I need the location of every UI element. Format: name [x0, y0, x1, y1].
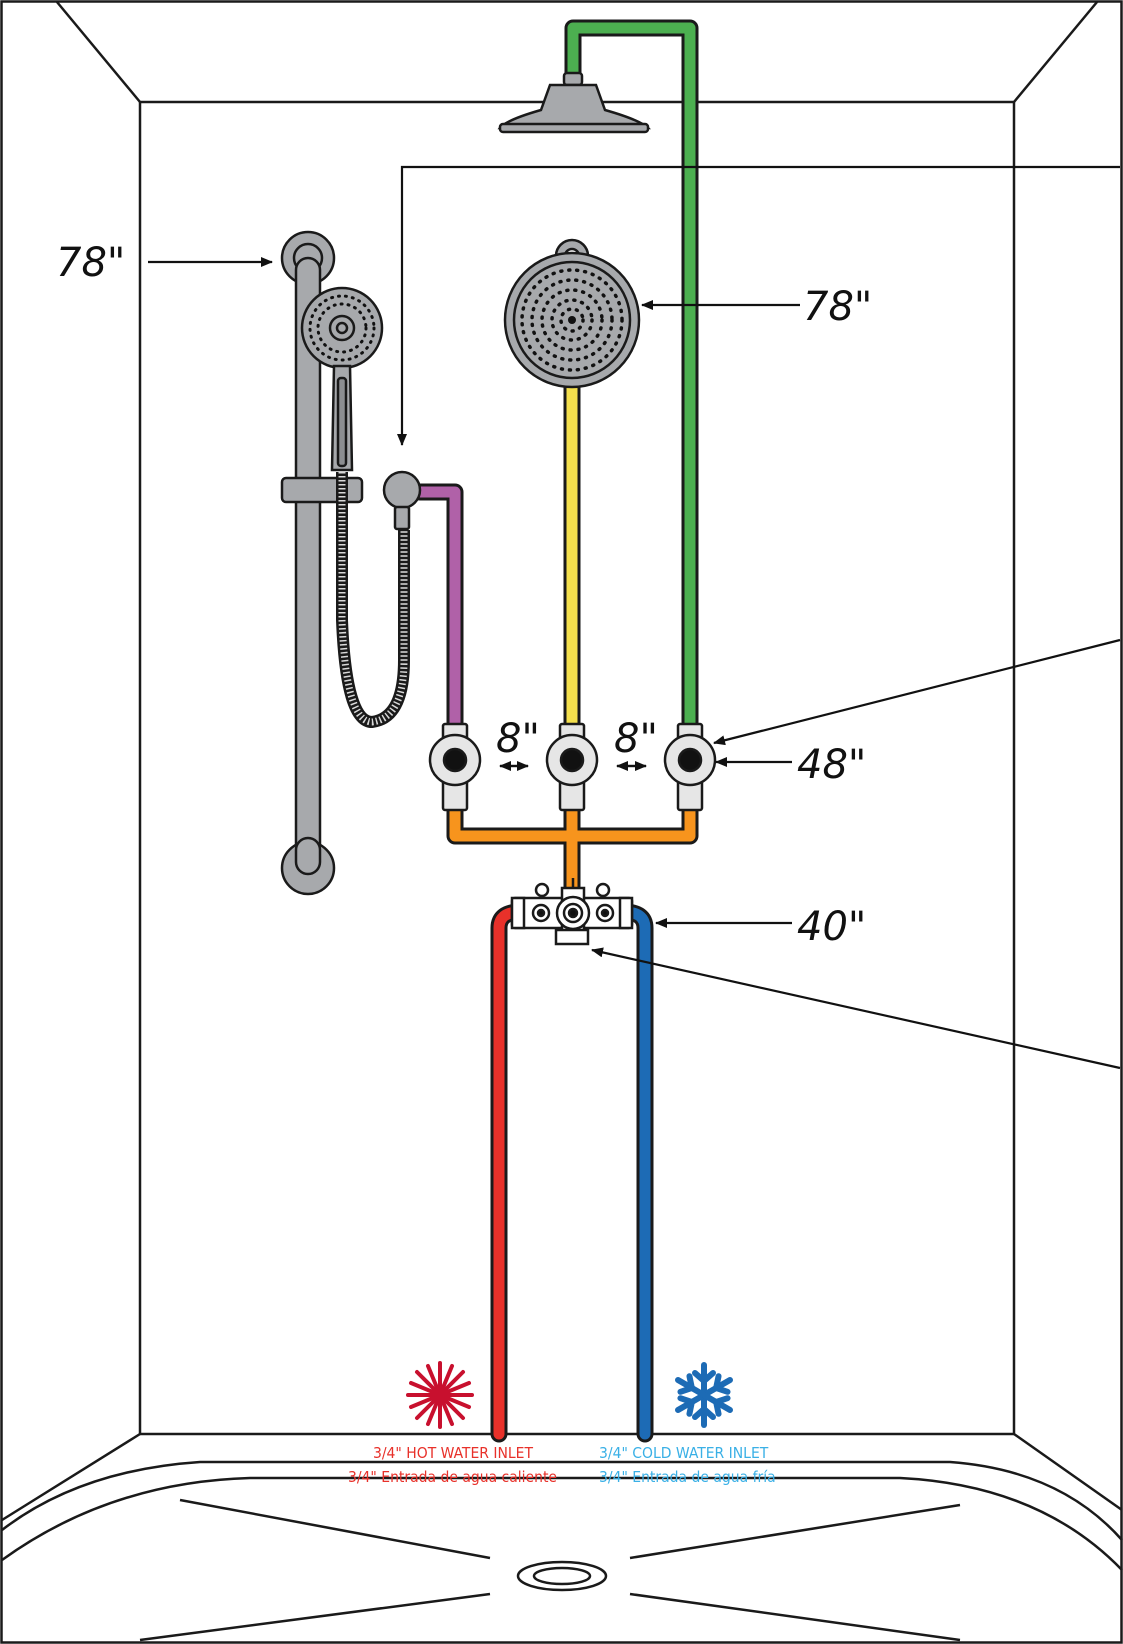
valve-right [663, 722, 717, 812]
dimension-arrows [148, 165, 1121, 1070]
handshower-pipe [414, 486, 461, 766]
hot-inlet-label-en: 3/4" HOT WATER INLET [373, 1444, 534, 1462]
drain [516, 1560, 608, 1592]
cold-inlet-label-en: 3/4" COLD WATER INLET [599, 1444, 769, 1462]
wall-showerhead [503, 238, 641, 389]
hot-inlet-label-es: 3/4" Entrada de agua caliente [348, 1468, 557, 1486]
valve-center [545, 722, 599, 812]
snowflake-icon [675, 1362, 733, 1428]
hot-pipe [493, 906, 526, 1440]
valve-spacing-left-label: 8" [496, 716, 540, 762]
cold-pipe [618, 906, 651, 1440]
cold-inlet-label-es: 3/4" Entrada de agua fría [599, 1468, 776, 1486]
diverter-valve-height-label: 48" [797, 742, 866, 788]
valve-left [428, 722, 482, 812]
mixing-valve [510, 878, 634, 946]
showerhead-height-label: 78" [803, 284, 872, 330]
handshower-height-label: 78" [56, 240, 125, 286]
valve-spacing-right-label: 8" [614, 716, 658, 762]
rain-head-pipe [567, 22, 696, 766]
slide-bar-handshower [280, 230, 422, 896]
rain-shower-head [497, 71, 652, 134]
mixing-valve-height-label: 40" [797, 904, 866, 950]
sunburst-icon [406, 1361, 474, 1429]
